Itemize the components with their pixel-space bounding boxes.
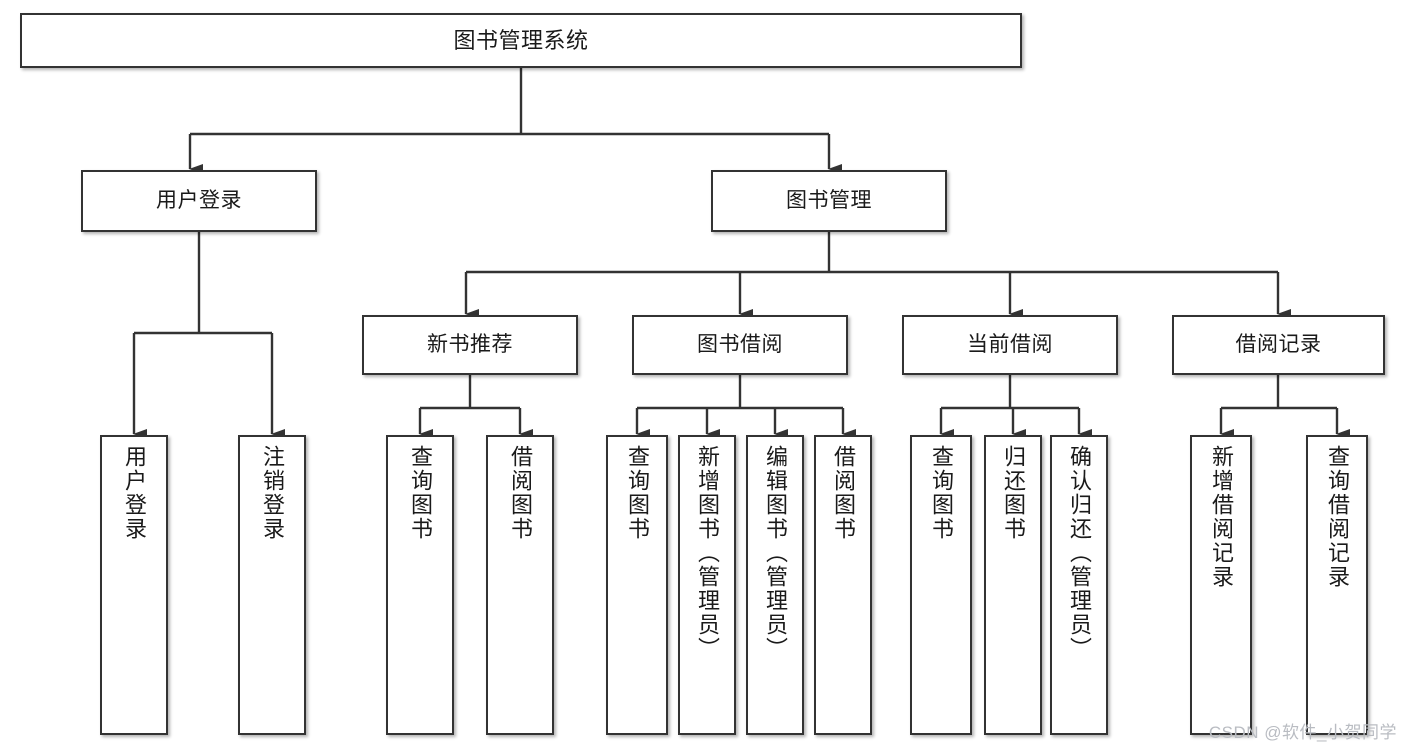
- node-label: 当前借阅: [967, 332, 1053, 356]
- node-label: 图书管理系统: [453, 27, 589, 53]
- node-leaf_add_record[interactable]: 新增借阅记录: [1190, 435, 1252, 735]
- node-label: 新书推荐: [427, 332, 513, 356]
- node-label: 编辑图书（管理员）: [763, 445, 788, 661]
- node-user_login[interactable]: 用户登录: [81, 170, 317, 232]
- node-label: 确认归还（管理员）: [1067, 445, 1092, 661]
- node-leaf_confirm_return[interactable]: 确认归还（管理员）: [1050, 435, 1108, 735]
- node-leaf_query_book_1[interactable]: 查询图书: [386, 435, 454, 735]
- node-leaf_user_login[interactable]: 用户登录: [100, 435, 168, 735]
- node-new_book_rec[interactable]: 新书推荐: [362, 315, 578, 375]
- node-label: 注销登录: [260, 445, 285, 541]
- node-label: 用户登录: [122, 445, 147, 541]
- node-label: 借阅图书: [831, 445, 856, 541]
- node-current_borrow[interactable]: 当前借阅: [902, 315, 1118, 375]
- node-label: 借阅图书: [508, 445, 533, 541]
- node-label: 借阅记录: [1235, 332, 1322, 356]
- node-label: 查询借阅记录: [1325, 445, 1350, 589]
- node-label: 新增图书（管理员）: [695, 445, 720, 661]
- node-leaf_borrow_book_1[interactable]: 借阅图书: [486, 435, 554, 735]
- node-leaf_borrow_book_2[interactable]: 借阅图书: [814, 435, 872, 735]
- node-leaf_query_book_3[interactable]: 查询图书: [910, 435, 972, 735]
- node-leaf_query_record[interactable]: 查询借阅记录: [1306, 435, 1368, 735]
- node-leaf_query_book_2[interactable]: 查询图书: [606, 435, 668, 735]
- node-leaf_add_book[interactable]: 新增图书（管理员）: [678, 435, 736, 735]
- node-label: 新增借阅记录: [1209, 445, 1234, 589]
- csdn-watermark: CSDN @软件_小贺同学: [1208, 723, 1397, 742]
- node-book_borrow[interactable]: 图书借阅: [632, 315, 848, 375]
- node-root[interactable]: 图书管理系统: [20, 13, 1022, 68]
- node-borrow_record[interactable]: 借阅记录: [1172, 315, 1385, 375]
- node-leaf_return_book[interactable]: 归还图书: [984, 435, 1042, 735]
- node-label: 图书管理: [786, 188, 872, 212]
- node-label: 查询图书: [408, 445, 433, 541]
- node-leaf_user_logout[interactable]: 注销登录: [238, 435, 306, 735]
- node-label: 查询图书: [929, 445, 954, 541]
- node-book_manage[interactable]: 图书管理: [711, 170, 947, 232]
- node-leaf_edit_book[interactable]: 编辑图书（管理员）: [746, 435, 804, 735]
- node-label: 查询图书: [625, 445, 650, 541]
- node-label: 归还图书: [1001, 445, 1026, 541]
- node-label: 用户登录: [156, 188, 242, 212]
- node-label: 图书借阅: [697, 332, 783, 356]
